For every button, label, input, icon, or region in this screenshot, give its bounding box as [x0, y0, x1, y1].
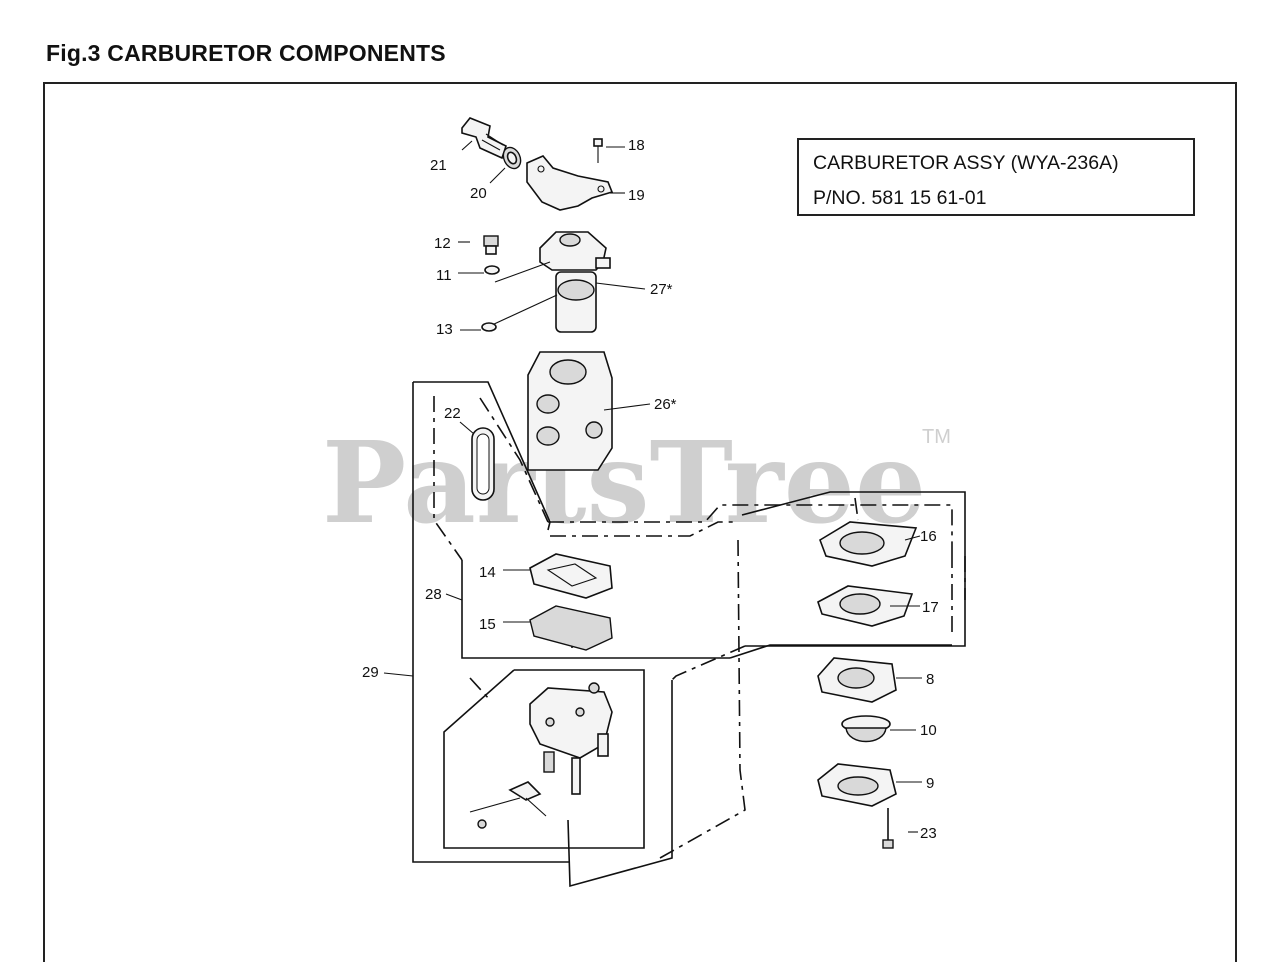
callout-12: 12 — [434, 235, 451, 252]
callout-18: 18 — [628, 137, 645, 154]
callout-21: 21 — [430, 157, 447, 174]
part-metering-body — [469, 682, 613, 829]
part-26-carburetor-body — [527, 351, 651, 471]
callout-17: 17 — [922, 599, 939, 616]
part-17-diaphragm — [817, 585, 920, 627]
part-23-screw — [882, 808, 918, 849]
part-11-washer — [458, 265, 500, 275]
part-19-bracket — [526, 155, 625, 211]
callout-27: 27* — [650, 281, 673, 298]
watermark: PartsTree TM — [322, 418, 951, 549]
callout-28: 28 — [425, 586, 442, 603]
callout-19: 19 — [628, 187, 645, 204]
part-15-plate — [503, 605, 613, 651]
part-10-pump-cup — [841, 715, 916, 743]
diagram-frame — [43, 82, 1237, 962]
callout-14: 14 — [479, 564, 496, 581]
callout-26: 26* — [654, 396, 677, 413]
outline-28 — [433, 396, 463, 561]
part-22-ring-gasket — [459, 421, 495, 501]
part-13-oring — [460, 322, 497, 332]
part-16-gasket — [819, 521, 921, 567]
callout-8: 8 — [926, 671, 934, 688]
callout-13: 13 — [436, 321, 453, 338]
outline-29 — [413, 381, 551, 531]
callout-22: 22 — [444, 405, 461, 422]
callout-9: 9 — [926, 775, 934, 792]
assembly-part-number: P/NO. 581 15 61-01 — [813, 187, 987, 209]
callout-23: 23 — [920, 825, 937, 842]
callout-15: 15 — [479, 616, 496, 633]
callout-20: 20 — [470, 185, 487, 202]
callout-labels: 21 20 18 19 12 11 27* 13 22 26* 16 14 28… — [362, 137, 939, 842]
assembly-name: CARBURETOR ASSY (WYA-236A) — [813, 152, 1119, 174]
part-27-throttle-body — [491, 231, 646, 333]
callout-29: 29 — [362, 664, 379, 681]
callout-11: 11 — [436, 267, 452, 284]
group-outlines — [412, 381, 966, 888]
part-8-cover — [817, 657, 922, 703]
part-14-gasket — [503, 553, 613, 599]
page-title: Fig.3 CARBURETOR COMPONENTS — [46, 40, 446, 66]
assembly-info-box: CARBURETOR ASSY (WYA-236A) P/NO. 581 15 … — [797, 138, 1195, 216]
outline-lower-body — [443, 669, 645, 849]
part-18-screw — [593, 138, 625, 163]
part-9-cover-plate — [817, 763, 922, 807]
part-12-plug — [458, 235, 499, 255]
callout-10: 10 — [920, 722, 937, 739]
watermark-text: PartsTree — [322, 418, 926, 549]
part-20-nut — [489, 146, 522, 184]
callout-16: 16 — [920, 528, 937, 545]
watermark-trademark: TM — [922, 426, 951, 448]
part-21-connector — [461, 117, 507, 160]
